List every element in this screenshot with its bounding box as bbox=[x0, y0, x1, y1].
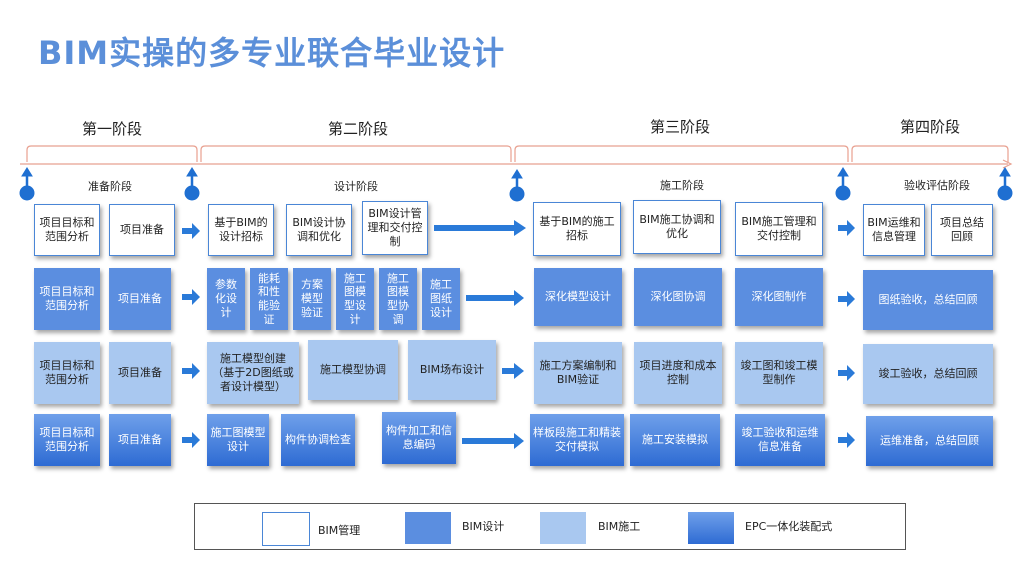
arrow-right-icon bbox=[838, 432, 855, 448]
arrow-right-icon bbox=[182, 432, 200, 448]
milestone-pin-icon bbox=[509, 169, 525, 202]
row1-box: BIM设计协调和优化 bbox=[286, 204, 352, 256]
stage-4-label: 第四阶段 bbox=[899, 118, 960, 136]
row1-box: BIM设计管理和交付控制 bbox=[362, 201, 428, 255]
row2-box: 方案模型验证 bbox=[293, 268, 331, 330]
row4-box: 项目目标和范围分析 bbox=[34, 414, 100, 466]
milestone-pins bbox=[19, 167, 1013, 202]
row1-box: 基于BIM的施工招标 bbox=[533, 202, 621, 256]
row3-box: BIM场布设计 bbox=[408, 340, 496, 400]
row2-box: 参数化设计 bbox=[207, 268, 245, 330]
row2-box: 项目准备 bbox=[109, 268, 171, 330]
page-title: BIM实操的多专业联合毕业设计 bbox=[38, 34, 506, 72]
row4-box: 样板段施工和精装交付模拟 bbox=[530, 414, 624, 466]
row4-box: 施工安装模拟 bbox=[630, 414, 720, 466]
row3-box: 竣工验收，总结回顾 bbox=[863, 344, 993, 404]
row2-box: 施工图模型设计 bbox=[336, 268, 374, 330]
arrow-right-icon bbox=[466, 290, 524, 306]
row4-box: 项目准备 bbox=[109, 414, 171, 466]
timeline-brackets bbox=[20, 145, 1013, 169]
stage-3-label: 第三阶段 bbox=[649, 118, 710, 136]
arrow-right-icon bbox=[838, 291, 855, 307]
legend-label: BIM设计 bbox=[462, 520, 505, 533]
legend-swatch-bim-management bbox=[262, 512, 310, 546]
row4-box: 竣工验收和运维信息准备 bbox=[735, 414, 825, 466]
row1-box: BIM施工管理和交付控制 bbox=[735, 202, 823, 256]
row3-box: 施工模型协调 bbox=[308, 340, 398, 400]
legend-swatch-bim-design bbox=[405, 512, 451, 544]
legend-swatch-epc bbox=[688, 512, 734, 544]
row4-box: 运维准备，总结回顾 bbox=[866, 416, 993, 466]
phase-1-label: 准备阶段 bbox=[88, 180, 132, 193]
row1-box: BIM运维和信息管理 bbox=[863, 204, 925, 256]
row3-box: 项目目标和范围分析 bbox=[34, 342, 100, 404]
milestone-pin-icon bbox=[19, 167, 35, 201]
arrow-right-icon bbox=[182, 223, 200, 239]
legend-swatch-bim-construction bbox=[540, 512, 586, 544]
arrow-right-icon bbox=[838, 365, 855, 381]
row1-box: 基于BIM的设计招标 bbox=[208, 204, 274, 256]
row3-box: 施工方案编制和BIM验证 bbox=[534, 342, 622, 404]
row2-box: 深化图协调 bbox=[634, 268, 722, 326]
legend bbox=[194, 503, 906, 550]
row2-box: 项目目标和范围分析 bbox=[34, 268, 100, 330]
flow-arrows bbox=[182, 220, 855, 449]
row2-box: 深化图制作 bbox=[735, 268, 823, 326]
phase-4-label: 验收评估阶段 bbox=[904, 179, 970, 192]
legend-label: BIM施工 bbox=[598, 520, 641, 533]
row2-box: 图纸验收，总结回顾 bbox=[863, 270, 993, 330]
row3-box: 竣工图和竣工模型制作 bbox=[735, 342, 823, 404]
row2-box: 施工图纸设计 bbox=[422, 268, 460, 330]
milestone-pin-icon bbox=[184, 167, 200, 201]
legend-label: EPC一体化装配式 bbox=[745, 520, 833, 533]
phase-2-label: 设计阶段 bbox=[334, 180, 378, 193]
row3-box: 施工模型创建（基于2D图纸或者设计模型） bbox=[207, 342, 299, 404]
milestone-pin-icon bbox=[997, 167, 1013, 201]
milestone-pin-icon bbox=[835, 167, 851, 201]
row2-box: 能耗和性能验证 bbox=[250, 268, 288, 330]
arrow-right-icon bbox=[502, 363, 524, 379]
row1-box: 项目准备 bbox=[109, 204, 175, 256]
arrow-right-icon bbox=[462, 433, 524, 449]
phase-3-label: 施工阶段 bbox=[660, 179, 704, 192]
stage-1-label: 第一阶段 bbox=[81, 120, 142, 138]
arrow-right-icon bbox=[838, 220, 855, 236]
row3-box: 项目准备 bbox=[109, 342, 171, 404]
legend-label: BIM管理 bbox=[318, 524, 361, 537]
row1-box: BIM施工协调和优化 bbox=[633, 200, 721, 254]
row4-box: 构件加工和信息编码 bbox=[382, 412, 456, 464]
row1-box: 项目总结回顾 bbox=[931, 204, 993, 256]
row4-box: 构件协调检查 bbox=[281, 414, 355, 466]
arrow-right-icon bbox=[182, 289, 200, 305]
arrow-right-icon bbox=[182, 363, 200, 379]
row4-box: 施工图模型设计 bbox=[207, 414, 269, 466]
row2-box: 施工图模型协调 bbox=[379, 268, 417, 330]
row2-box: 深化模型设计 bbox=[534, 268, 622, 326]
stage-2-label: 第二阶段 bbox=[327, 120, 388, 138]
row1-box: 项目目标和范围分析 bbox=[34, 204, 100, 256]
row3-box: 项目进度和成本控制 bbox=[634, 342, 722, 404]
timeline bbox=[19, 145, 1013, 202]
arrow-right-icon bbox=[434, 220, 526, 236]
